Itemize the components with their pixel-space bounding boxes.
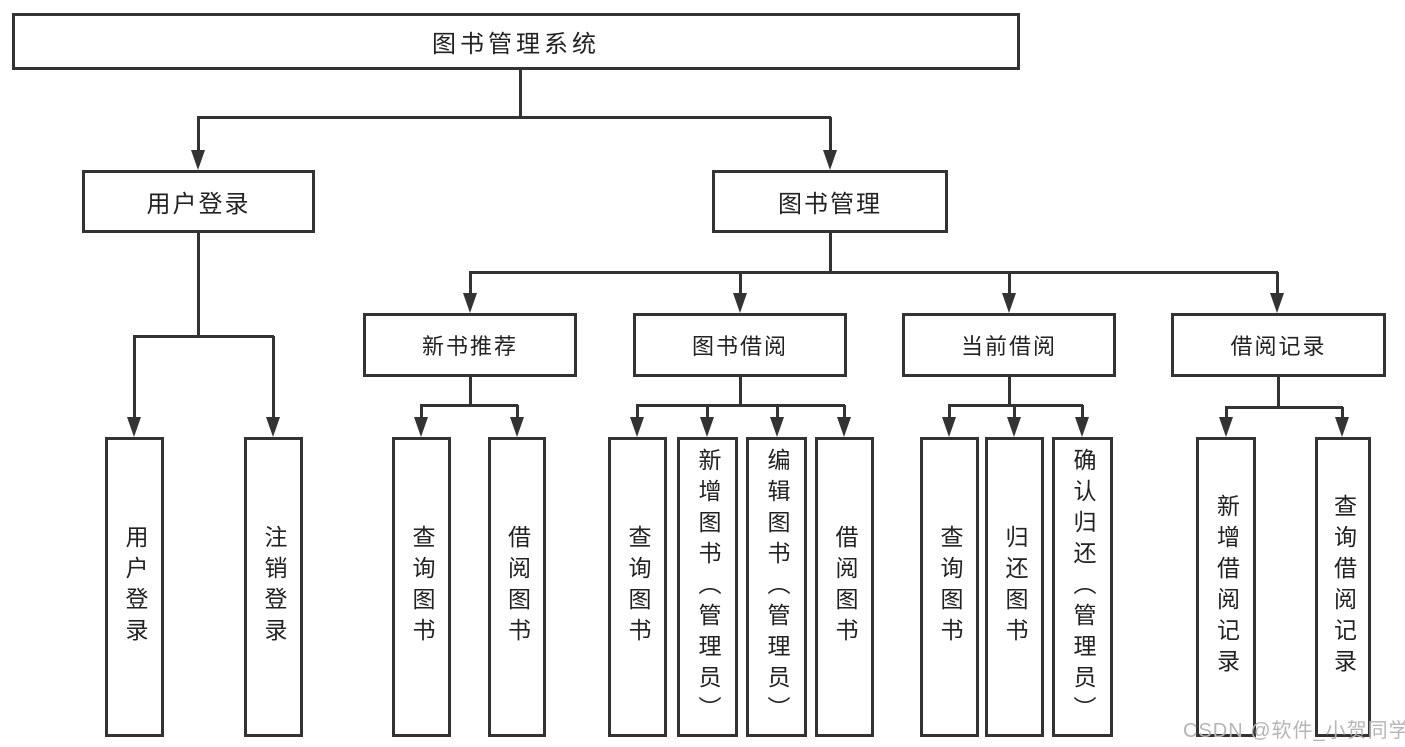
connector-line xyxy=(468,377,472,405)
node-label: 用户登录 xyxy=(122,525,148,649)
connector-line xyxy=(133,334,274,338)
arrowhead-icon xyxy=(1075,417,1089,437)
node-label: 注销登录 xyxy=(261,525,287,649)
node-label: 查询图书 xyxy=(625,525,651,649)
arrowhead-icon xyxy=(942,417,956,437)
node-label: 借阅图书 xyxy=(832,525,858,649)
node-label: 确认归还（管理员） xyxy=(1070,447,1096,727)
node-label: 借阅记录 xyxy=(1230,334,1327,359)
arrowhead-icon xyxy=(1270,293,1284,313)
node-add-book-admin: 新增图书（管理员） xyxy=(677,437,738,737)
arrow-stem xyxy=(775,405,779,419)
node-label: 归还图书 xyxy=(1002,525,1028,649)
connector-line xyxy=(828,233,832,272)
node-query-books-borrow: 查询图书 xyxy=(608,437,667,737)
node-borrow-books-borrow: 借阅图书 xyxy=(815,437,874,737)
csdn-watermark: CSDN @软件_小贺同学 xyxy=(1183,720,1405,742)
arrow-stem xyxy=(196,117,200,152)
arrowhead-icon xyxy=(823,150,837,170)
node-borrow-records: 借阅记录 xyxy=(1171,313,1386,377)
node-label: 编辑图书（管理员） xyxy=(764,447,790,727)
node-label: 查询借阅记录 xyxy=(1330,494,1357,680)
node-book-management: 图书管理 xyxy=(712,170,948,233)
arrowhead-icon xyxy=(1002,293,1016,313)
node-label: 图书管理 xyxy=(778,191,882,218)
arrow-stem xyxy=(419,405,423,419)
connector-line xyxy=(197,115,831,119)
arrowhead-icon xyxy=(630,417,644,437)
node-new-book-recommend: 新书推荐 xyxy=(363,313,577,377)
arrow-stem xyxy=(1340,407,1344,419)
node-label: 查询图书 xyxy=(409,525,435,649)
arrowhead-icon xyxy=(510,417,524,437)
connector-line xyxy=(469,270,1278,274)
arrowhead-icon xyxy=(266,417,280,437)
node-user-login-action: 用户登录 xyxy=(105,437,164,737)
node-label: 新书推荐 xyxy=(421,334,518,359)
connector-line xyxy=(196,233,200,336)
arrow-stem xyxy=(1012,405,1016,419)
node-label: 用户登录 xyxy=(146,191,251,218)
node-return-books: 归还图书 xyxy=(985,437,1044,737)
node-confirm-return-admin: 确认归还（管理员） xyxy=(1052,437,1113,737)
arrowhead-icon xyxy=(1007,417,1021,437)
arrow-stem xyxy=(132,336,136,419)
node-root: 图书管理系统 xyxy=(12,13,1020,70)
node-label: 借阅图书 xyxy=(504,525,531,649)
arrow-stem xyxy=(828,117,832,152)
arrowhead-icon xyxy=(127,417,141,437)
arrow-stem xyxy=(842,405,846,419)
arrow-stem xyxy=(1275,272,1279,295)
node-book-borrow: 图书借阅 xyxy=(633,313,847,377)
node-add-borrow-record: 新增借阅记录 xyxy=(1196,437,1256,737)
node-label: 图书借阅 xyxy=(691,334,788,359)
arrowhead-icon xyxy=(191,150,205,170)
arrowhead-icon xyxy=(1219,417,1233,437)
node-label: 新增图书（管理员） xyxy=(695,447,721,727)
arrow-stem xyxy=(738,272,742,295)
connector-line xyxy=(1225,405,1343,409)
arrowhead-icon xyxy=(700,417,714,437)
arrow-stem xyxy=(1007,272,1011,295)
node-logout-action: 注销登录 xyxy=(244,437,303,737)
node-user-login: 用户登录 xyxy=(82,170,315,233)
node-borrow-books-recommend: 借阅图书 xyxy=(488,437,546,737)
arrow-stem xyxy=(1080,405,1084,419)
arrow-stem xyxy=(515,405,519,419)
arrow-stem xyxy=(468,272,472,295)
arrowhead-icon xyxy=(463,293,477,313)
node-label: 新增借阅记录 xyxy=(1213,494,1240,680)
connector-line xyxy=(636,403,845,407)
node-current-borrow: 当前借阅 xyxy=(902,313,1116,377)
node-edit-book-admin: 编辑图书（管理员） xyxy=(746,437,807,737)
node-query-borrow-record: 查询借阅记录 xyxy=(1315,437,1371,737)
node-label: 查询图书 xyxy=(937,525,963,649)
arrow-stem xyxy=(635,405,639,419)
node-label: 图书管理系统 xyxy=(432,31,600,58)
arrow-stem xyxy=(947,405,951,419)
arrowhead-icon xyxy=(837,417,851,437)
arrowhead-icon xyxy=(414,417,428,437)
arrowhead-icon xyxy=(770,417,784,437)
connector-line xyxy=(420,403,518,407)
arrow-stem xyxy=(705,405,709,419)
node-query-books-recommend: 查询图书 xyxy=(392,437,451,737)
node-query-books-current: 查询图书 xyxy=(920,437,979,737)
arrowhead-icon xyxy=(1335,417,1349,437)
connector-line xyxy=(948,403,1083,407)
arrowhead-icon xyxy=(733,293,747,313)
arrow-stem xyxy=(271,336,275,419)
connector-line xyxy=(518,70,522,117)
node-label: 当前借阅 xyxy=(960,334,1057,359)
arrow-stem xyxy=(1224,407,1228,419)
connector-line xyxy=(1276,377,1280,407)
connector-line xyxy=(1007,377,1011,405)
connector-line xyxy=(738,377,742,405)
